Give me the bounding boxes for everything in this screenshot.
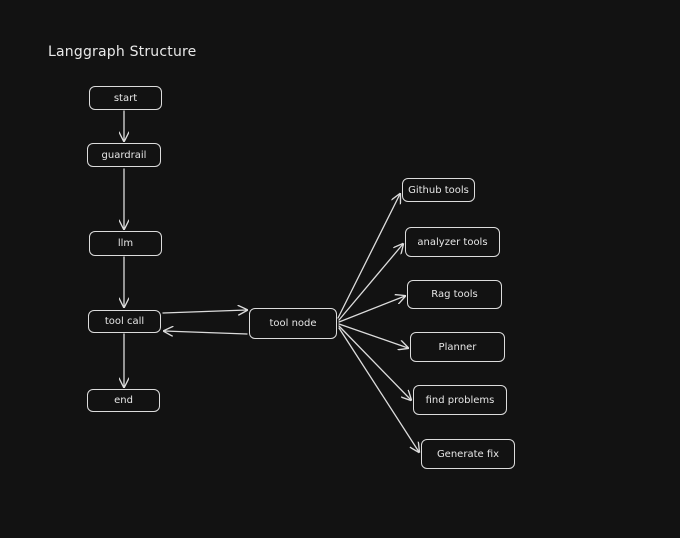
node-end: end xyxy=(87,389,160,412)
edge-toolcall-toolnode xyxy=(162,310,247,313)
node-find-problems: find problems xyxy=(413,385,507,415)
edge-toolnode-github xyxy=(337,194,400,319)
edge-toolnode-find xyxy=(338,325,411,400)
edge-toolnode-planner xyxy=(338,323,408,348)
node-guardrail: guardrail xyxy=(87,143,161,167)
node-analyzer-tools: analyzer tools xyxy=(405,227,500,257)
node-llm: llm xyxy=(89,231,162,256)
node-tool-node: tool node xyxy=(249,308,337,339)
edge-toolnode-toolcall xyxy=(164,331,248,334)
node-tool-call: tool call xyxy=(88,310,161,333)
node-github-tools: Github tools xyxy=(402,178,475,202)
node-start: start xyxy=(89,86,162,110)
node-planner: Planner xyxy=(410,332,505,362)
diagram-title: Langgraph Structure xyxy=(48,44,197,60)
edge-toolnode-rag xyxy=(338,296,405,323)
edge-toolnode-fix xyxy=(338,327,419,452)
edge-toolnode-analyzer xyxy=(338,244,403,321)
node-rag-tools: Rag tools xyxy=(407,280,502,309)
node-generate-fix: Generate fix xyxy=(421,439,515,469)
